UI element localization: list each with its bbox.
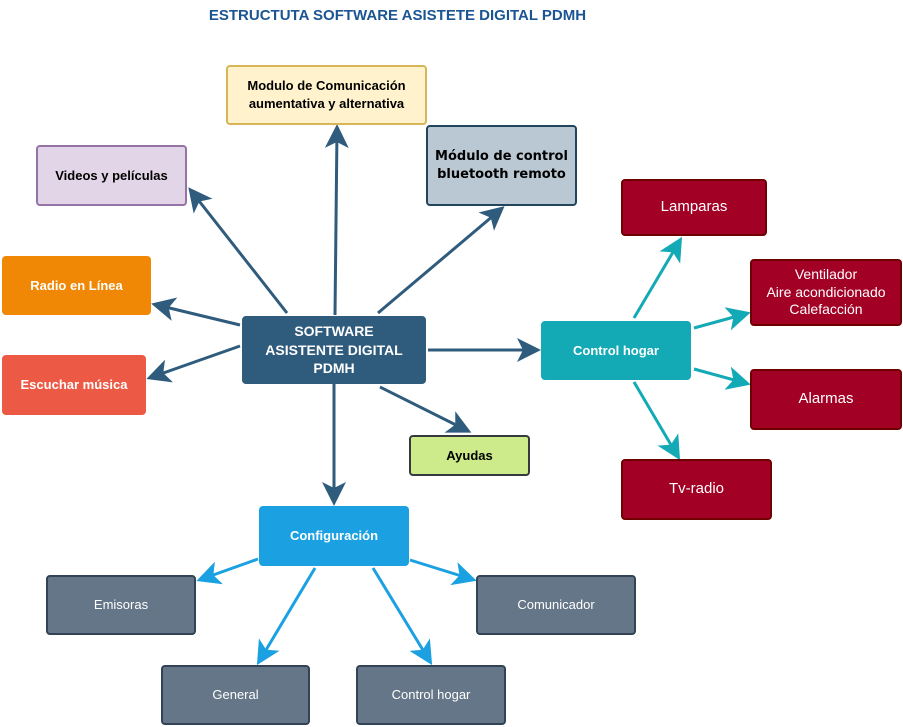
node-configuracion[interactable]: Configuración — [259, 506, 409, 566]
arrow-to-radio — [151, 297, 241, 327]
node-tv-radio[interactable]: Tv-radio — [621, 459, 772, 520]
node-videos[interactable]: Videos y películas — [36, 145, 187, 206]
arrow-to-videos — [188, 187, 289, 314]
node-alarmas[interactable]: Alarmas — [750, 369, 902, 430]
node-comunicador[interactable]: Comunicador — [476, 575, 636, 635]
arrow-to-alarmas — [693, 366, 751, 390]
node-radio[interactable]: Radio en Línea — [2, 256, 151, 315]
node-control-hogar[interactable]: Control hogar — [541, 321, 691, 380]
arrow-to-general — [256, 567, 317, 666]
node-general[interactable]: General — [161, 665, 310, 725]
arrow-to-tv-radio — [632, 381, 681, 461]
arrow-to-control-hogar-cfg — [371, 567, 433, 666]
arrow-to-emisoras — [196, 557, 259, 585]
node-comunicacion[interactable]: Modulo de Comunicación aumentativa y alt… — [226, 65, 427, 125]
arrow-to-musica — [146, 344, 241, 383]
center-node[interactable]: SOFTWARE ASISTENTE DIGITAL PDMH — [242, 316, 426, 384]
node-lamparas[interactable]: Lamparas — [621, 179, 767, 236]
diagram-title: ESTRUCTUTA SOFTWARE ASISTETE DIGITAL PDM… — [208, 7, 587, 24]
node-ventilador[interactable]: Ventilador Aire acondicionado Calefacció… — [750, 259, 902, 326]
arrow-to-comunicador — [409, 558, 477, 586]
arrow-to-ventilador — [693, 307, 751, 331]
arrow-to-bluetooth — [377, 206, 505, 315]
node-control-hogar-cfg[interactable]: Control hogar — [356, 665, 506, 725]
node-musica[interactable]: Escuchar música — [2, 355, 146, 415]
node-bluetooth[interactable]: Módulo de control bluetooth remoto — [426, 125, 577, 206]
arrow-to-ayudas — [379, 385, 472, 433]
arrow-to-lamparas — [632, 236, 683, 319]
arrow-to-comunicacion — [324, 124, 349, 316]
node-emisoras[interactable]: Emisoras — [46, 575, 196, 635]
node-ayudas[interactable]: Ayudas — [409, 435, 530, 476]
